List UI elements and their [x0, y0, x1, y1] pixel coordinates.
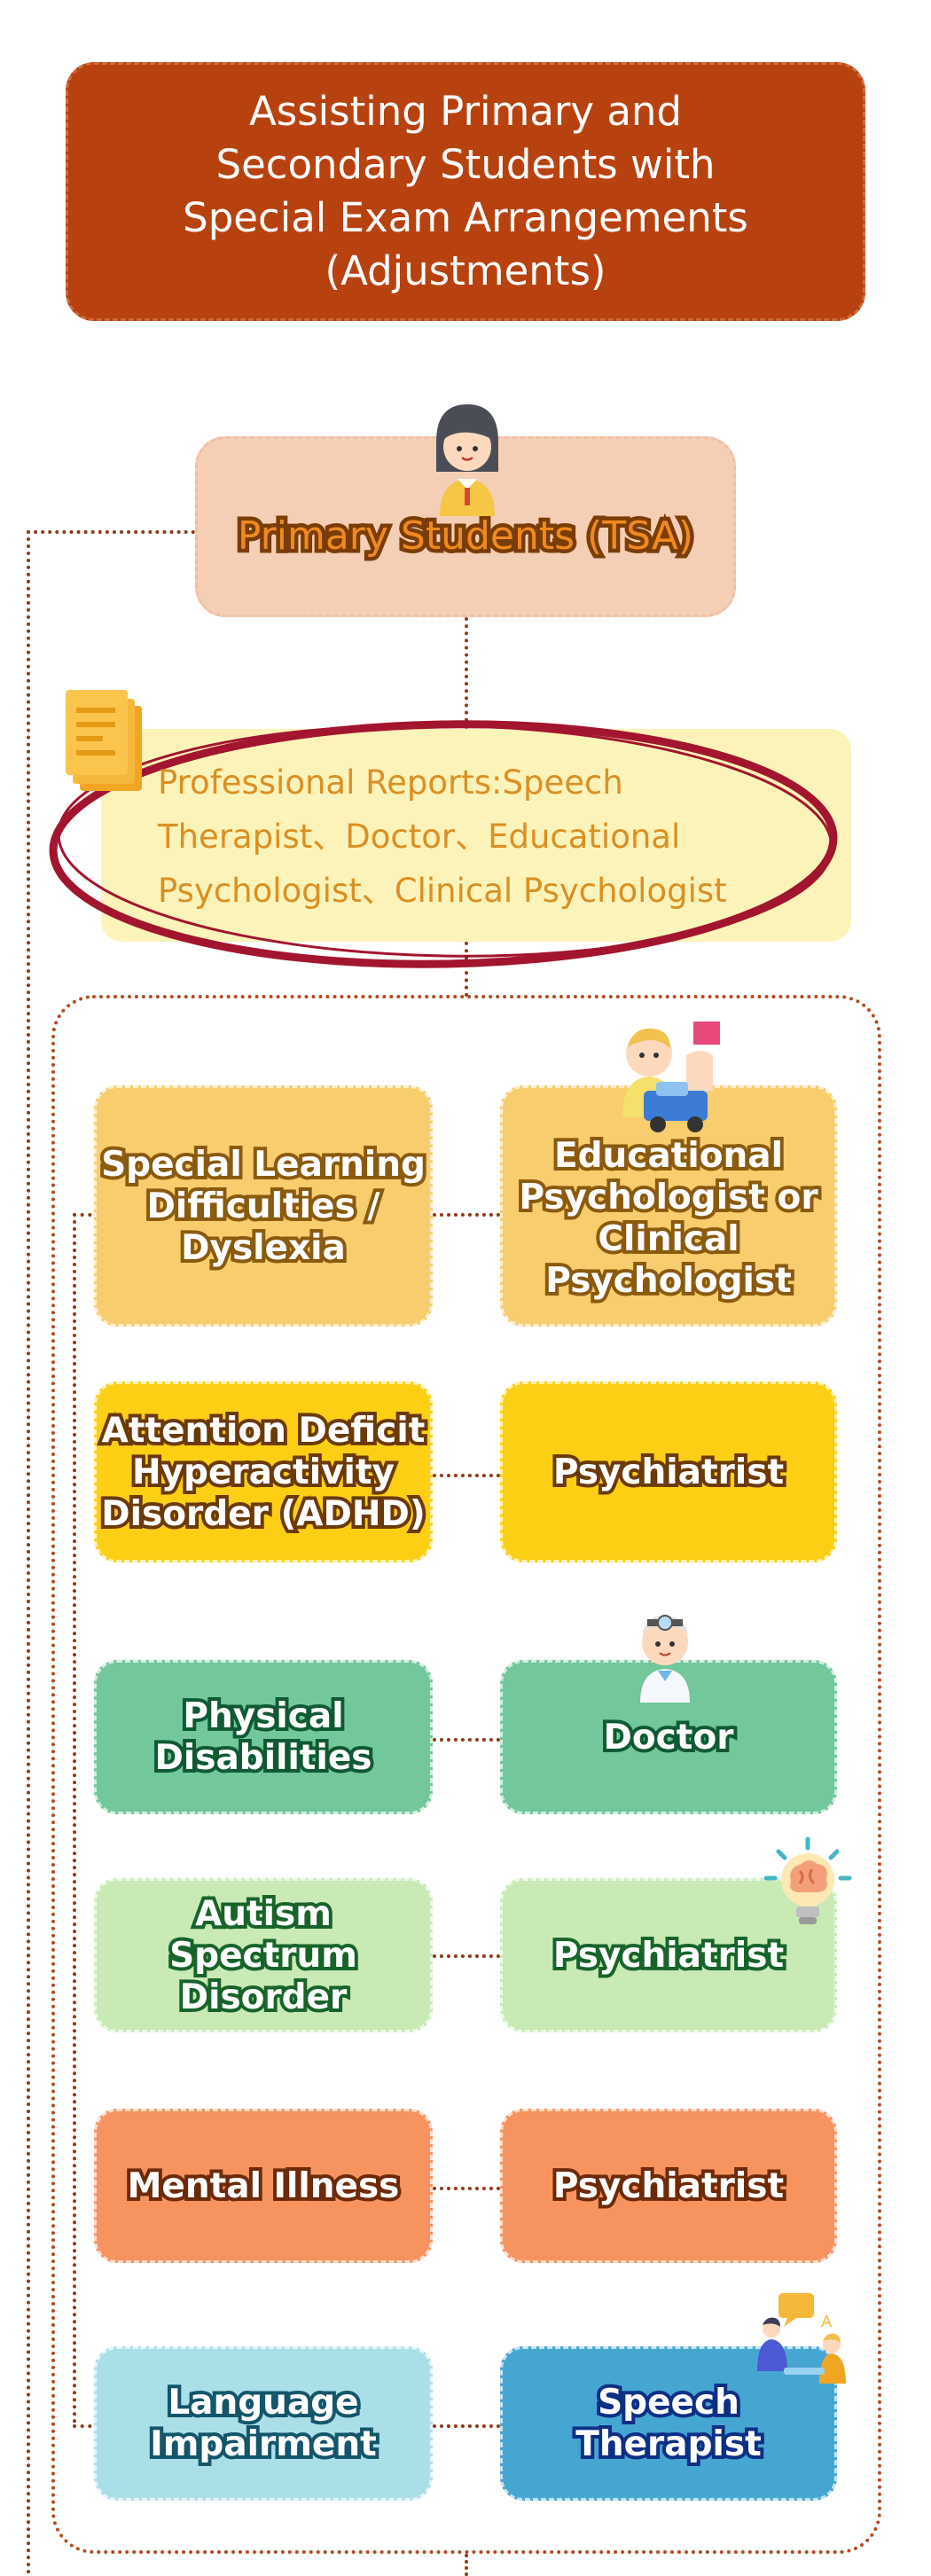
svg-text:A: A	[821, 2313, 833, 2331]
row4-connector	[433, 1954, 500, 1958]
reports-down-connector	[465, 942, 468, 997]
row3-connector	[433, 1738, 500, 1742]
title-box: Assisting Primary and Secondary Students…	[66, 62, 865, 321]
reports-text: Professional Reports:Speech Therapist、Do…	[158, 763, 727, 910]
professional-psychologist-box: Educational Psychologist or Clinical Psy…	[500, 1085, 837, 1327]
professional-speech-therapist-box: Speech Therapist	[500, 2346, 837, 2501]
professional-psychiatrist-autism-box: Psychiatrist	[500, 1878, 837, 2032]
professional-psychiatrist-mental-box: Psychiatrist	[500, 2109, 837, 2263]
primary-students-label: Primary Students (TSA)	[233, 509, 697, 562]
row2-connector	[433, 1474, 500, 1477]
condition-autism-label: Autism Spectrum Disorder	[166, 1891, 361, 2021]
condition-sld-box: Special Learning Difficulties / Dyslexia	[94, 1085, 433, 1327]
professional-psychiatrist-autism-label: Psychiatrist	[550, 1932, 787, 1979]
condition-physical-box: Physical Disabilities	[94, 1660, 433, 1814]
doctor-icon	[640, 1615, 690, 1703]
student-girl-icon	[436, 404, 498, 516]
primary-down-connector	[465, 617, 468, 729]
condition-adhd-box: Attention Deficit Hyperactivity Disorder…	[94, 1382, 433, 1562]
brain-bulb-icon	[763, 1836, 852, 1924]
professional-speech-therapist-label: Speech Therapist	[572, 2379, 764, 2468]
bottom-connector	[465, 2554, 468, 2576]
condition-language-box: Language Impairment	[94, 2346, 433, 2501]
condition-mental-illness-label: Mental Illness	[124, 2163, 403, 2210]
speech-therapy-icon: A	[757, 2293, 846, 2384]
professional-psychiatrist-mental-label: Psychiatrist	[550, 2163, 787, 2210]
condition-autism-box: Autism Spectrum Disorder	[94, 1878, 433, 2032]
highlight-ellipse	[49, 720, 838, 968]
condition-adhd-label: Attention Deficit Hyperactivity Disorder…	[98, 1407, 428, 1538]
professional-psychologist-label: Educational Psychologist or Clinical Psy…	[515, 1132, 821, 1304]
professional-doctor-label: Doctor	[600, 1714, 738, 1761]
professional-psychiatrist-adhd-box: Psychiatrist	[500, 1382, 837, 1562]
left-connector-line	[27, 530, 30, 2576]
reports-box	[101, 729, 851, 942]
baby-toy-icon	[622, 1022, 720, 1132]
row1-connector	[433, 1213, 500, 1217]
row6-connector	[433, 2424, 500, 2428]
primary-left-connector	[27, 530, 195, 534]
categories-frame	[51, 995, 881, 2554]
professional-psychiatrist-adhd-label: Psychiatrist	[550, 1449, 787, 1496]
condition-language-label: Language Impairment	[146, 2379, 379, 2468]
condition-sld-label: Special Learning Difficulties / Dyslexia	[98, 1141, 429, 1272]
document-stack-icon	[66, 690, 142, 791]
inner-left-connector	[73, 1213, 76, 2424]
condition-physical-label: Physical Disabilities	[152, 1693, 376, 1781]
row5-connector	[433, 2187, 500, 2190]
row1-inner-connector	[73, 1213, 99, 1217]
page-title: Assisting Primary and Secondary Students…	[183, 88, 748, 294]
row6-inner-connector	[73, 2424, 99, 2428]
condition-mental-illness-box: Mental Illness	[94, 2109, 433, 2263]
